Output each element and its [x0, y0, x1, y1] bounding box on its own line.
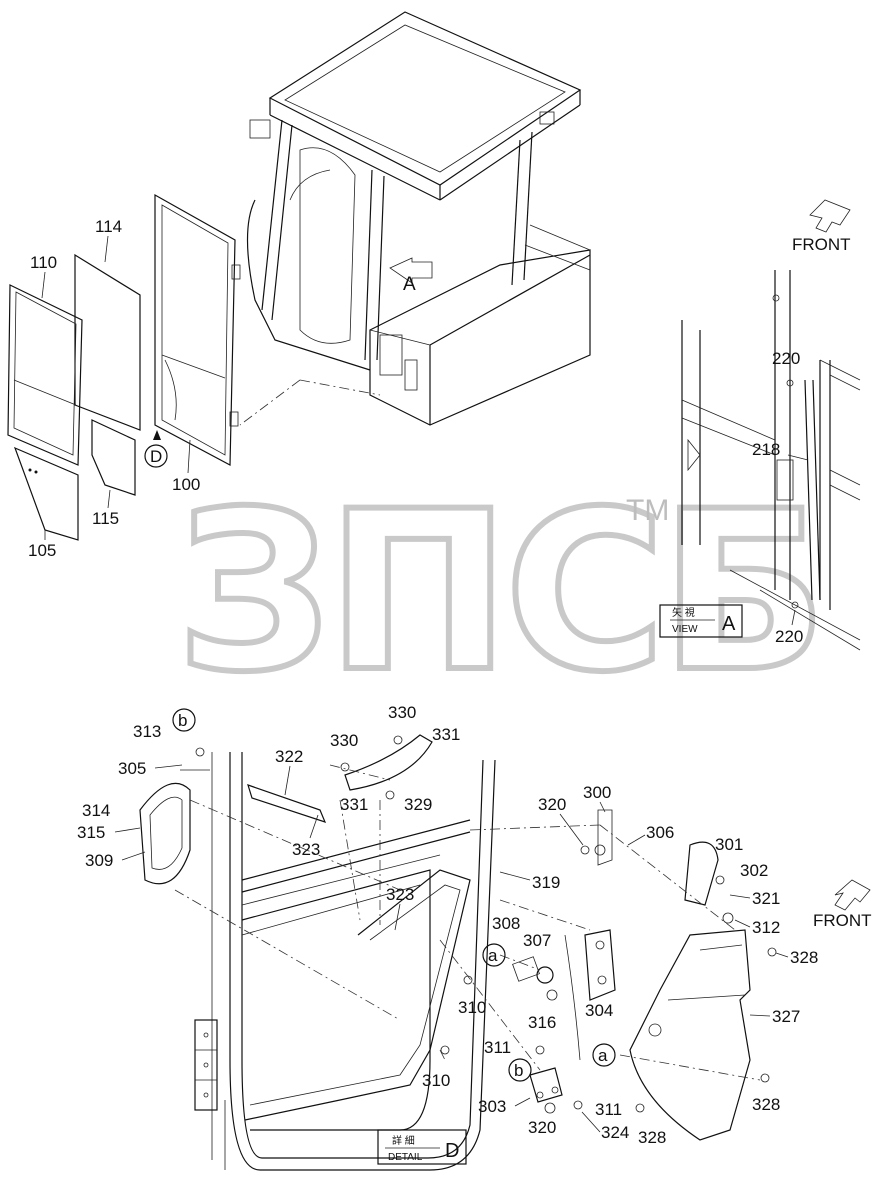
svg-text:115: 115 — [92, 509, 119, 528]
view-a-front-label: FRONT — [792, 235, 851, 254]
view-a-title-jp: 矢 視 — [672, 606, 695, 619]
detail-letter: D — [445, 1140, 459, 1162]
detail-d: b a a b FRONT 詳 細 DETAIL D 313 305 314 3… — [77, 703, 872, 1171]
view-a-title-en: VIEW — [672, 624, 698, 635]
svg-text:320: 320 — [528, 1118, 556, 1137]
svg-text:220: 220 — [772, 349, 800, 368]
svg-text:319: 319 — [532, 873, 560, 892]
cab-door-marker-d: D — [150, 447, 162, 466]
svg-text:327: 327 — [772, 1007, 800, 1026]
svg-text:331: 331 — [340, 795, 368, 814]
svg-text:307: 307 — [523, 931, 551, 950]
svg-text:320: 320 — [538, 795, 566, 814]
svg-text:329: 329 — [404, 795, 432, 814]
svg-text:114: 114 — [95, 217, 122, 236]
svg-text:303: 303 — [478, 1097, 506, 1116]
svg-text:311: 311 — [484, 1038, 511, 1057]
svg-text:321: 321 — [752, 889, 780, 908]
svg-text:218: 218 — [752, 440, 780, 459]
svg-text:310: 310 — [422, 1071, 450, 1090]
view-a: FRONT 220 218 220 矢 視 VIEW A — [659, 199, 861, 651]
watermark: ЗПСБ TM — [173, 461, 831, 723]
svg-text:110: 110 — [30, 253, 57, 272]
svg-text:323: 323 — [386, 885, 414, 904]
svg-text:308: 308 — [492, 914, 520, 933]
door-frame — [154, 193, 241, 466]
svg-text:328: 328 — [638, 1128, 666, 1147]
detail-marker-b-bottom: b — [514, 1061, 523, 1080]
cab-assembly: A — [239, 11, 591, 426]
svg-text:304: 304 — [585, 1001, 613, 1020]
svg-text:313: 313 — [133, 722, 161, 741]
glass-114 — [74, 253, 141, 431]
svg-text:322: 322 — [275, 747, 303, 766]
svg-text:323: 323 — [292, 840, 320, 859]
svg-text:306: 306 — [646, 823, 674, 842]
glass-105 — [13, 446, 79, 541]
svg-text:331: 331 — [432, 725, 460, 744]
svg-text:305: 305 — [118, 759, 146, 778]
detail-marker-b-top: b — [178, 711, 187, 730]
svg-text:328: 328 — [752, 1095, 780, 1114]
svg-text:316: 316 — [528, 1013, 556, 1032]
svg-text:220: 220 — [775, 627, 803, 646]
svg-text:330: 330 — [330, 731, 358, 750]
svg-text:300: 300 — [583, 783, 611, 802]
glass-110 — [7, 284, 83, 466]
svg-text:301: 301 — [715, 835, 743, 854]
svg-text:310: 310 — [458, 998, 486, 1017]
svg-text:312: 312 — [752, 918, 780, 937]
watermark-tm: TM — [626, 494, 669, 527]
cab-labels: 114 110 100 115 105 — [28, 217, 200, 560]
view-a-letter: A — [722, 613, 736, 635]
svg-text:324: 324 — [601, 1123, 629, 1142]
watermark-text: ЗПСБ — [176, 464, 822, 720]
detail-front-label: FRONT — [813, 911, 872, 930]
cab-marker-a: A — [403, 274, 416, 295]
svg-text:105: 105 — [28, 541, 56, 560]
detail-title-en: DETAIL — [388, 1152, 423, 1163]
svg-text:328: 328 — [790, 948, 818, 967]
detail-title-jp: 詳 細 — [392, 1134, 415, 1147]
detail-marker-a-right: a — [598, 1046, 608, 1065]
svg-text:302: 302 — [740, 861, 768, 880]
svg-text:309: 309 — [85, 851, 113, 870]
glass-115 — [91, 419, 136, 496]
svg-text:315: 315 — [77, 823, 105, 842]
svg-text:311: 311 — [595, 1100, 622, 1119]
svg-text:100: 100 — [172, 475, 200, 494]
detail-marker-a-left: a — [488, 946, 498, 965]
svg-text:330: 330 — [388, 703, 416, 722]
svg-text:314: 314 — [82, 801, 110, 820]
